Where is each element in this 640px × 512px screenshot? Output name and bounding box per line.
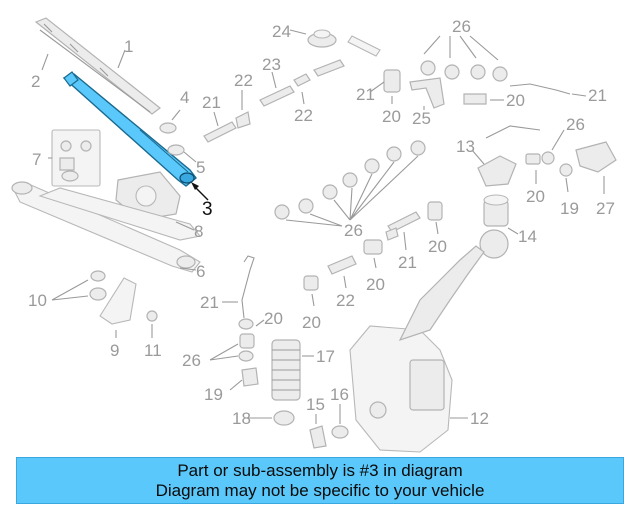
callout-22a: 22 xyxy=(294,106,313,125)
callout-21c: 21 xyxy=(588,86,607,105)
callout-7: 7 xyxy=(32,150,41,169)
callout-26a: 26 xyxy=(452,17,471,36)
callout-2: 2 xyxy=(31,72,40,91)
mounting-kit xyxy=(51,129,101,187)
connector-20c xyxy=(525,153,541,165)
callout-11: 11 xyxy=(144,341,162,360)
wiper-arm-highlighted xyxy=(62,71,197,187)
info-banner: Part or sub-assembly is #3 in diagram Di… xyxy=(16,457,624,504)
bellows-17 xyxy=(271,339,301,401)
grommet-lower xyxy=(89,287,107,301)
parts-diagram: 1 2 3 4 5 7 8 6 10 9 xyxy=(11,17,617,453)
banner-line-1: Part or sub-assembly is #3 in diagram xyxy=(177,460,463,480)
callout-5: 5 xyxy=(196,158,205,177)
callout-13: 13 xyxy=(456,137,475,156)
connector-22b xyxy=(313,59,345,77)
small-fitting xyxy=(385,227,399,241)
connector-22c xyxy=(235,111,251,129)
pump-14 xyxy=(479,194,509,259)
callout-27: 27 xyxy=(596,199,615,218)
callout-21b: 21 xyxy=(356,85,375,104)
connector-20a xyxy=(383,69,401,93)
nozzle-bracket xyxy=(477,155,517,187)
callout-24: 24 xyxy=(272,22,291,41)
callout-20a: 20 xyxy=(382,107,401,126)
clips-26c xyxy=(274,140,426,220)
clip-26b xyxy=(541,151,555,165)
connector-20b xyxy=(463,93,487,105)
callout-20g: 20 xyxy=(264,309,283,328)
hose-21a xyxy=(203,121,237,143)
callout-18: 18 xyxy=(232,409,251,428)
connector-22d xyxy=(327,255,357,275)
callout-19b: 19 xyxy=(204,385,223,404)
callout-22c: 22 xyxy=(336,291,355,310)
grommet-18 xyxy=(273,410,295,426)
callout-9: 9 xyxy=(110,341,119,360)
callout-12: 12 xyxy=(470,409,489,428)
callout-23: 23 xyxy=(262,55,281,74)
callout-3: 3 xyxy=(202,199,213,220)
callout-4: 4 xyxy=(180,88,189,107)
grommet-upper xyxy=(90,270,106,282)
y-connector-25 xyxy=(409,77,445,109)
callout-21e: 21 xyxy=(200,293,219,312)
bracket xyxy=(99,277,137,325)
callout-21d: 21 xyxy=(398,253,417,272)
connector-20d xyxy=(427,201,443,221)
t-connector xyxy=(347,35,381,57)
callout-21a: 21 xyxy=(202,93,221,112)
connector-20f xyxy=(303,275,319,291)
connector-20g xyxy=(239,333,255,349)
nut xyxy=(146,310,158,322)
wiper-blade xyxy=(34,17,161,115)
callout-14: 14 xyxy=(518,227,537,246)
callout-6: 6 xyxy=(196,262,205,281)
clip-26d xyxy=(238,318,254,330)
clips-26a xyxy=(420,60,508,82)
callout-26b: 26 xyxy=(566,115,585,134)
hose-23 xyxy=(259,85,295,107)
callout-15: 15 xyxy=(306,395,325,414)
callout-20b: 20 xyxy=(506,91,525,110)
callout-26d: 26 xyxy=(182,351,201,370)
connector-20e xyxy=(363,239,383,255)
cap-24 xyxy=(307,29,337,48)
callout-20c: 20 xyxy=(526,187,545,206)
callout-10: 10 xyxy=(28,291,47,310)
nozzle-27 xyxy=(575,141,617,173)
callout-20e: 20 xyxy=(366,275,385,294)
callout-17: 17 xyxy=(316,347,335,366)
banner-line-2: Diagram may not be specific to your vehi… xyxy=(155,480,485,500)
wiper-linkage xyxy=(11,181,202,273)
callout-25: 25 xyxy=(412,109,431,128)
connector-22a xyxy=(293,73,311,87)
callout-8: 8 xyxy=(194,222,203,241)
callout-1: 1 xyxy=(124,37,133,56)
nozzle-19b xyxy=(241,367,259,387)
callout-19a: 19 xyxy=(560,199,579,218)
reservoir-12 xyxy=(349,245,485,453)
callout-16: 16 xyxy=(330,385,349,404)
level-sensor-15 xyxy=(309,425,327,449)
callout-22b: 22 xyxy=(234,71,253,90)
callout-20d: 20 xyxy=(428,237,447,256)
nozzle-19 xyxy=(559,163,573,177)
clip-26e xyxy=(238,350,254,362)
grommet-16 xyxy=(331,425,349,439)
washer xyxy=(167,144,185,156)
callout-26c: 26 xyxy=(344,221,363,240)
cap-nut xyxy=(159,122,177,134)
callout-20f: 20 xyxy=(302,313,321,332)
